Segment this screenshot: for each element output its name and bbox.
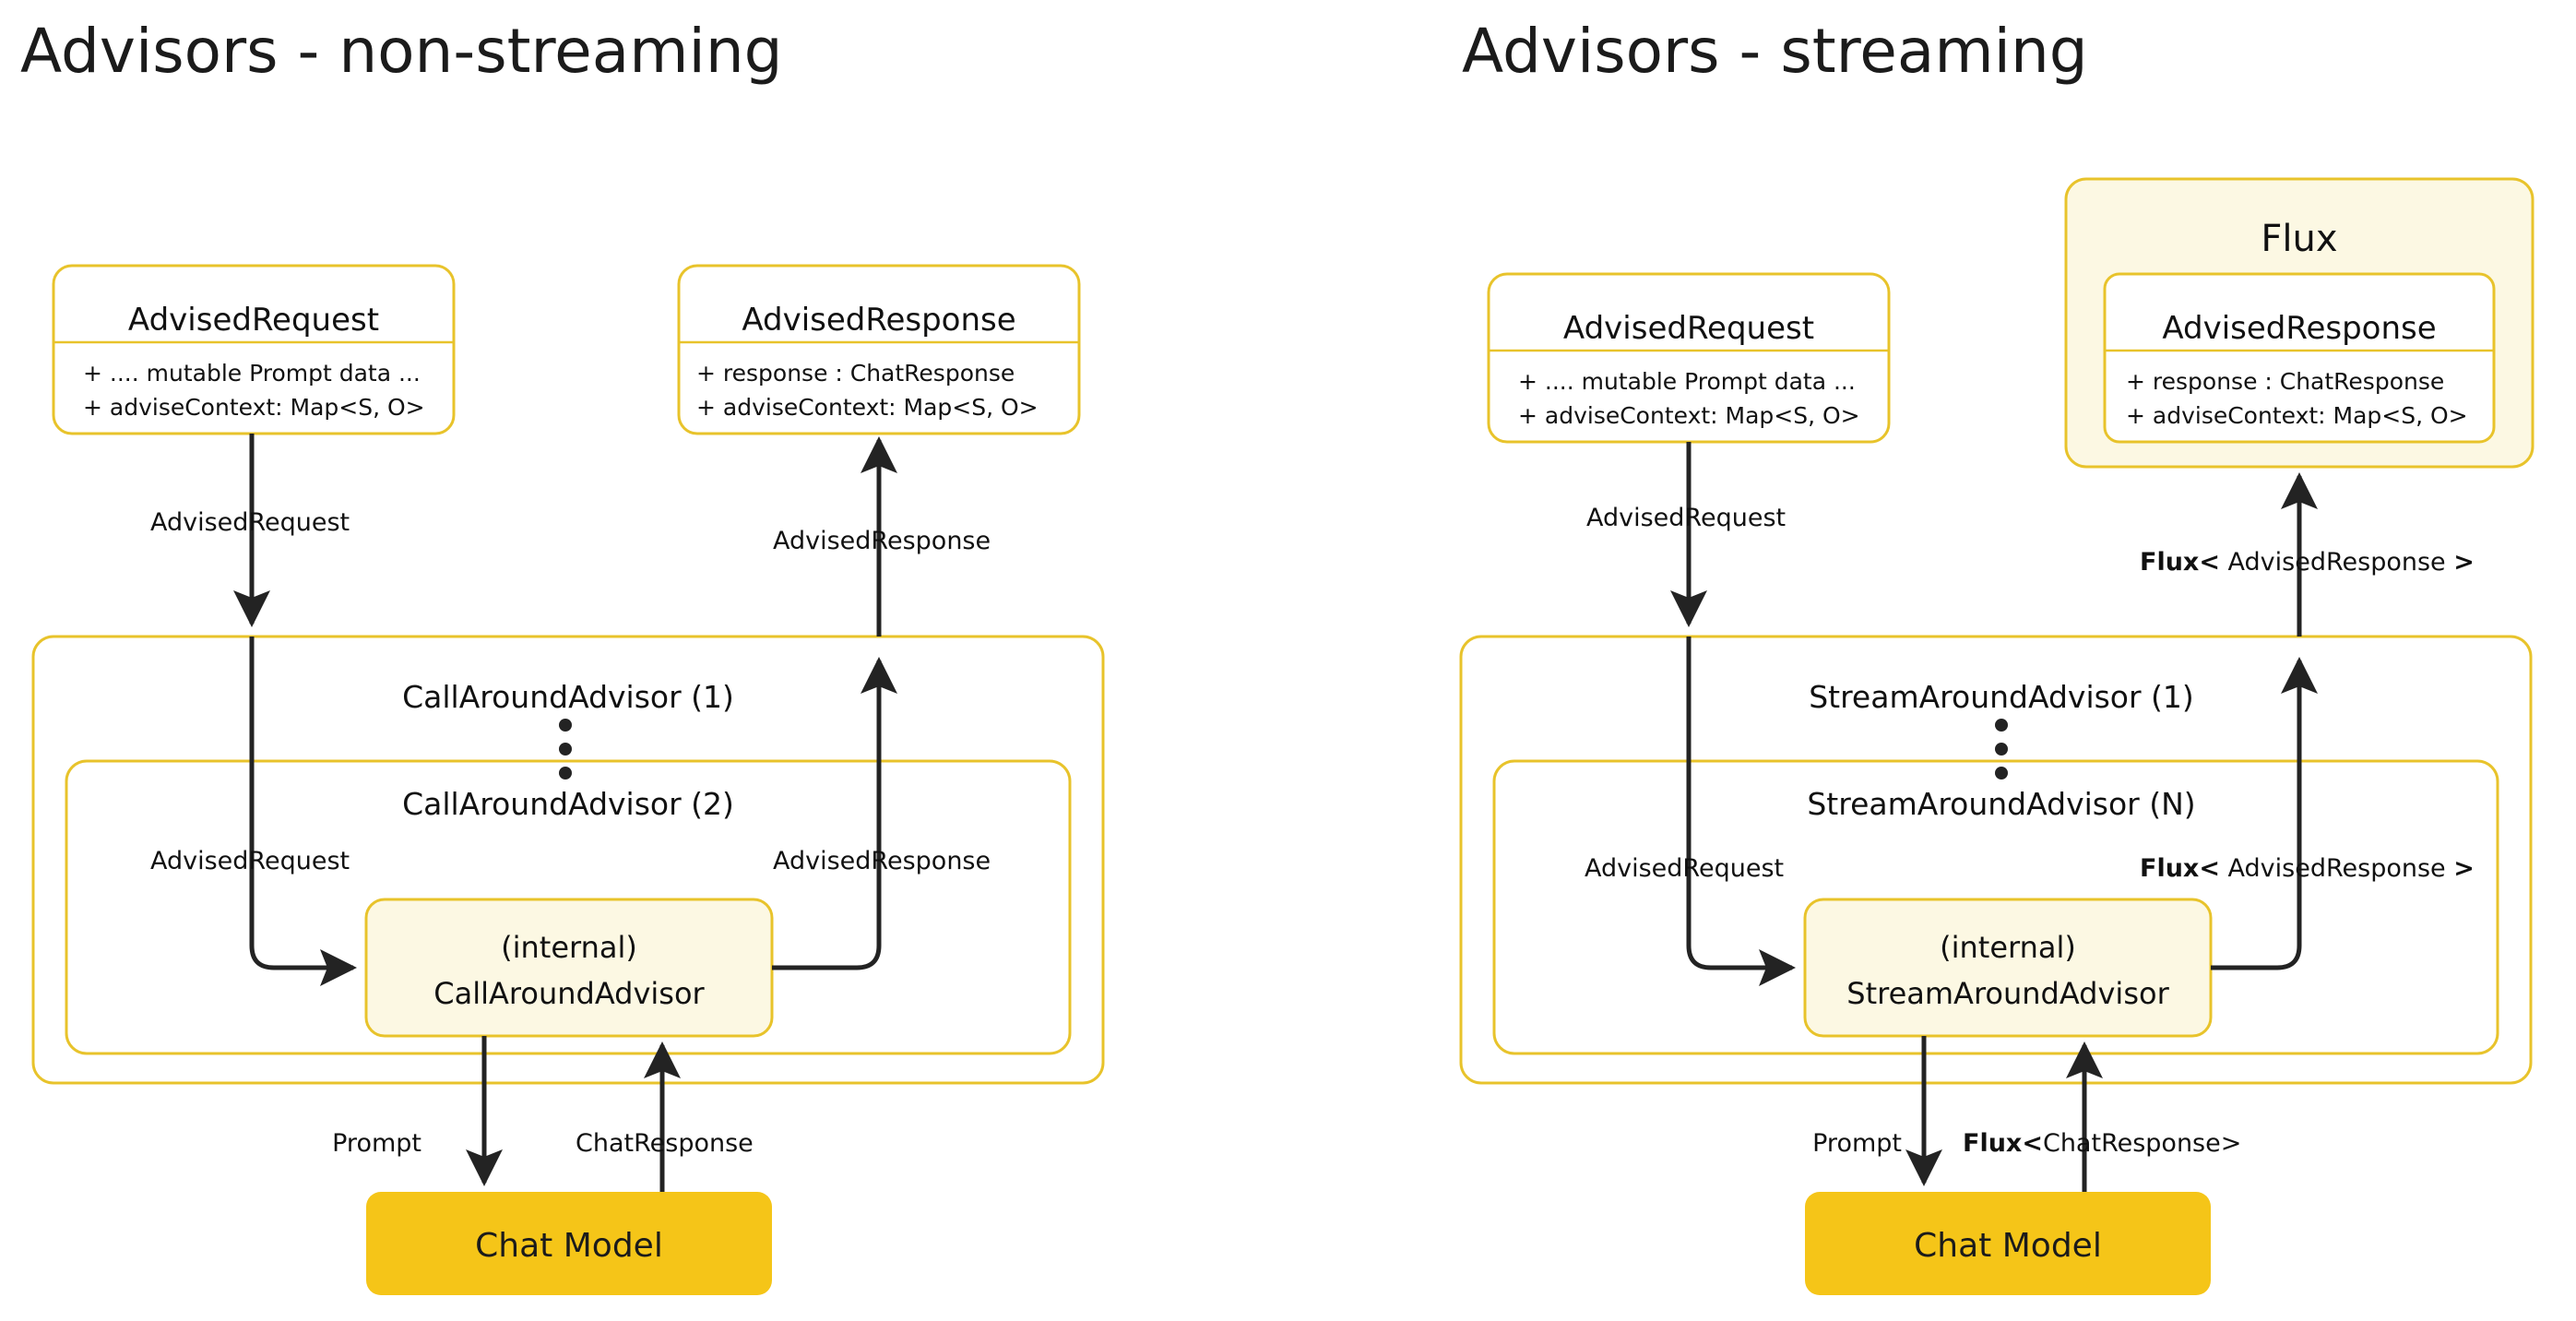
panel-streaming: Advisors - streaming AdvisedRequest + ..… <box>1459 16 2534 1295</box>
edge-label-inner-request-non-streaming: AdvisedRequest <box>150 847 350 875</box>
advised-request-attr-1-streaming: + adviseContext: Map<S, O> <box>1518 402 1860 429</box>
panel-title-non-streaming: Advisors - non-streaming <box>20 16 783 87</box>
inner-advisor-label-non-streaming: CallAroundAdvisor (2) <box>402 786 734 822</box>
internal-advisor-line2: CallAroundAdvisor <box>433 976 705 1011</box>
edge-label-inner-request-streaming: AdvisedRequest <box>1585 854 1784 883</box>
chat-model-label: Chat Model <box>475 1227 663 1265</box>
edge-label-chatresponse-non-streaming: ChatResponse <box>576 1129 754 1158</box>
internal-advisor-rect <box>364 898 774 1038</box>
chat-model-non-streaming: Chat Model <box>366 1192 772 1295</box>
advisor-ellipsis-streaming <box>1995 719 2008 780</box>
advisor-ellipsis-non-streaming <box>559 719 572 780</box>
advised-response-class-non-streaming: AdvisedResponse + response : ChatRespons… <box>677 264 1081 435</box>
edge-inner-response-non-streaming <box>772 656 897 970</box>
advised-request-attr-0: + .... mutable Prompt data ... <box>83 360 421 387</box>
advised-response-attr-1-streaming: + adviseContext: Map<S, O> <box>2126 402 2468 429</box>
advised-response-title: AdvisedResponse <box>742 302 1015 339</box>
inner-advisor-label-streaming: StreamAroundAdvisor (N) <box>1807 786 2195 822</box>
edge-label-model-up-prefix: Flux< <box>1963 1129 2043 1158</box>
outer-advisor-group-streaming <box>1459 635 2533 1085</box>
advised-response-attr-1: + adviseContext: Map<S, O> <box>696 394 1039 421</box>
edge-label-prompt-streaming: Prompt <box>1812 1129 1902 1158</box>
internal-advisor-rect-streaming <box>1803 898 2213 1038</box>
chat-model-label-streaming: Chat Model <box>1914 1227 2102 1265</box>
edge-label-fluxchatresponse-streaming: Flux<ChatResponse> <box>1963 1129 2241 1158</box>
internal-advisor-line1-streaming: (internal) <box>1940 930 2076 965</box>
edge-label-top-response-streaming: Flux< AdvisedResponse > <box>2140 548 2475 577</box>
internal-advisor-box-streaming: (internal) StreamAroundAdvisor <box>1803 898 2213 1038</box>
edge-inner-response-streaming <box>2211 656 2318 970</box>
advised-response-title-streaming: AdvisedResponse <box>2162 310 2436 347</box>
edge-label-top-request-non-streaming: AdvisedRequest <box>150 508 350 537</box>
chat-model-rect-streaming <box>1805 1192 2211 1295</box>
edge-inner-request-streaming <box>1686 637 1797 986</box>
panel-non-streaming: Advisors - non-streaming AdvisedRequest … <box>20 16 1105 1295</box>
edge-label-inner-response-body: AdvisedResponse <box>2220 854 2453 883</box>
edge-label-top-response-prefix: Flux< <box>2140 548 2220 577</box>
outer-advisor-label-streaming: StreamAroundAdvisor (1) <box>1809 679 2194 715</box>
inner-advisor-group-non-streaming <box>65 759 1072 1055</box>
edge-label-prompt-non-streaming: Prompt <box>332 1129 421 1158</box>
edge-label-inner-response-non-streaming: AdvisedResponse <box>773 847 991 875</box>
edge-inner-request-non-streaming <box>249 637 358 986</box>
edge-label-inner-response-suffix: > <box>2453 854 2475 883</box>
advised-request-title: AdvisedRequest <box>128 302 379 339</box>
advised-response-box-streaming <box>2103 272 2496 444</box>
outer-advisor-label-non-streaming: CallAroundAdvisor (1) <box>402 679 734 715</box>
advised-response-attr-0: + response : ChatResponse <box>696 360 1015 387</box>
advised-request-class-non-streaming: AdvisedRequest + .... mutable Prompt dat… <box>52 264 456 435</box>
outer-advisor-group-non-streaming <box>31 635 1105 1085</box>
edge-label-top-response-suffix: > <box>2453 548 2475 577</box>
edge-label-top-response-body: AdvisedResponse <box>2220 548 2453 577</box>
internal-advisor-box-non-streaming: (internal) CallAroundAdvisor <box>364 898 774 1038</box>
edge-label-top-response-non-streaming: AdvisedResponse <box>773 527 991 555</box>
advised-response-box <box>677 264 1081 435</box>
chat-model-rect <box>366 1192 772 1295</box>
edge-label-inner-response-prefix: Flux< <box>2140 854 2220 883</box>
advised-request-attr-1: + adviseContext: Map<S, O> <box>83 394 425 421</box>
internal-advisor-line2-streaming: StreamAroundAdvisor <box>1846 976 2169 1011</box>
panel-title-streaming: Advisors - streaming <box>1462 16 2088 87</box>
edge-label-inner-response-streaming: Flux< AdvisedResponse > <box>2140 854 2475 883</box>
internal-advisor-line1: (internal) <box>501 930 637 965</box>
inner-advisor-group-streaming <box>1492 759 2499 1055</box>
flux-wrapper-streaming: Flux AdvisedResponse + response : ChatRe… <box>2064 177 2534 469</box>
advised-request-attr-0-streaming: + .... mutable Prompt data ... <box>1518 368 1856 395</box>
chat-model-streaming: Chat Model <box>1805 1192 2211 1295</box>
advised-response-attr-0-streaming: + response : ChatResponse <box>2126 368 2444 395</box>
edge-label-top-request-streaming: AdvisedRequest <box>1586 504 1786 532</box>
flux-title: Flux <box>2261 218 2337 260</box>
advised-request-class-streaming: AdvisedRequest + .... mutable Prompt dat… <box>1487 272 1891 444</box>
advised-request-title-streaming: AdvisedRequest <box>1563 310 1814 347</box>
edge-label-model-up-body: ChatResponse> <box>2043 1129 2241 1158</box>
